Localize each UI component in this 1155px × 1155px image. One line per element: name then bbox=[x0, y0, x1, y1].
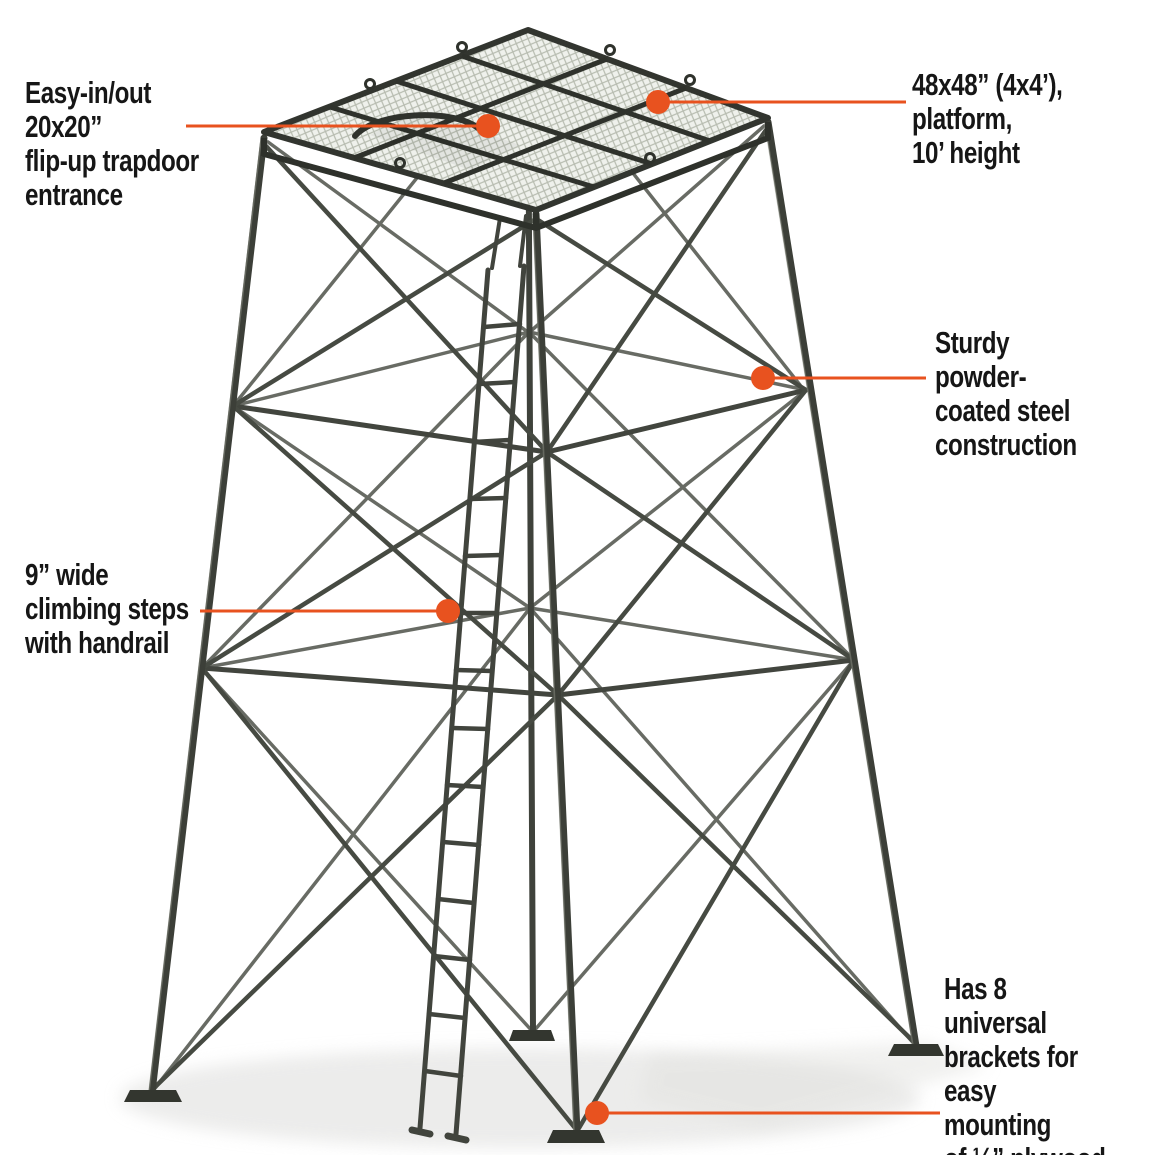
callout-label-steel: Sturdy powder- coated steel construction bbox=[935, 325, 1077, 462]
foot-plates bbox=[124, 1044, 944, 1143]
platform bbox=[261, 27, 771, 232]
cross-braces bbox=[151, 127, 917, 1131]
callout-dot bbox=[436, 599, 460, 623]
trapdoor-handle bbox=[352, 112, 481, 139]
ring-rails bbox=[199, 387, 857, 698]
callout-markers bbox=[436, 90, 775, 1125]
callout-label-steps: 9” wide climbing steps with handrail bbox=[25, 557, 189, 660]
callout-dot bbox=[751, 366, 775, 390]
tie-down-eyelets bbox=[364, 41, 696, 169]
legs bbox=[148, 118, 920, 1136]
callout-dot bbox=[646, 90, 670, 114]
ground-shadow bbox=[120, 1042, 990, 1148]
ladder-rungs bbox=[422, 321, 523, 1079]
callout-leaders bbox=[186, 100, 940, 1115]
callout-label-platform: 48x48” (4x4’), platform, 10’ height bbox=[912, 67, 1063, 170]
callout-dot bbox=[585, 1101, 609, 1125]
callout-label-brackets: Has 8 universal brackets for easy mounti… bbox=[944, 971, 1106, 1155]
callout-label-trapdoor: Easy-in/out 20x20” flip-up trapdoor entr… bbox=[25, 75, 199, 212]
callout-dot bbox=[476, 114, 500, 138]
deck-beams bbox=[329, 53, 711, 190]
